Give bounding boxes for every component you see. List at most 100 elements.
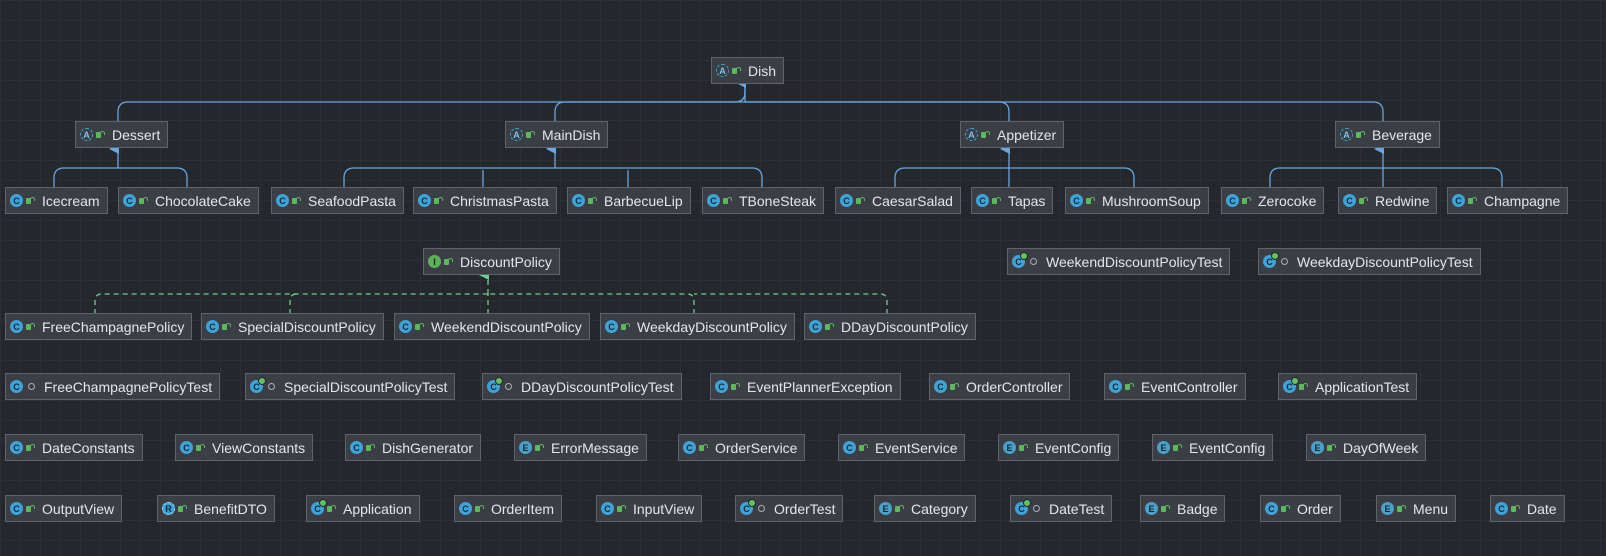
class-node-chocolatecake[interactable]: C ChocolateCake <box>118 187 259 214</box>
public-lock-icon <box>26 443 35 452</box>
class-node-order[interactable]: C Order <box>1260 495 1341 522</box>
class-node-maindish[interactable]: A MainDish <box>505 121 609 148</box>
class-node-outputview[interactable]: C OutputView <box>5 495 123 522</box>
class-node-ordercontroller[interactable]: C OrderController <box>929 373 1071 400</box>
public-lock-icon <box>327 504 336 513</box>
class-icon: C <box>843 441 856 454</box>
class-node-weekdaydiscountpolicytest[interactable]: C WeekdayDiscountPolicyTest <box>1258 248 1481 275</box>
class-node-inputview[interactable]: C InputView <box>596 495 703 522</box>
class-node-freechampagnepolicytest[interactable]: C FreeChampagnePolicyTest <box>5 373 221 400</box>
class-node-beverage[interactable]: A Beverage <box>1335 121 1440 148</box>
class-label: MainDish <box>542 126 601 143</box>
class-node-dessert[interactable]: A Dessert <box>75 121 169 148</box>
class-label: TBoneSteak <box>739 192 817 209</box>
class-node-christmaspasta[interactable]: C ChristmasPasta <box>413 187 557 214</box>
class-node-datetest[interactable]: C DateTest <box>1010 495 1113 522</box>
package-private-icon <box>1033 505 1040 512</box>
class-node-tbonesteak[interactable]: C TBoneSteak <box>702 187 825 214</box>
enum-node-category[interactable]: E Category <box>874 495 976 522</box>
class-node-specialdiscountpolicy[interactable]: C SpecialDiscountPolicy <box>201 313 384 340</box>
class-label: Redwine <box>1375 192 1430 209</box>
class-node-ddaydiscountpolicytest[interactable]: C DDayDiscountPolicyTest <box>482 373 682 400</box>
class-node-date[interactable]: C Date <box>1490 495 1565 522</box>
enum-icon: E <box>519 441 532 454</box>
class-icon: C <box>206 320 219 333</box>
class-label: Appetizer <box>997 126 1057 143</box>
public-lock-icon <box>26 196 35 205</box>
class-label: EventService <box>875 439 958 456</box>
public-lock-icon <box>950 382 959 391</box>
edge-weekdaydiscountpolicy-discountpolicy <box>488 293 695 314</box>
enum-node-eventconfig-1[interactable]: E EventConfig <box>998 434 1120 461</box>
class-label: ChocolateCake <box>155 192 251 209</box>
class-node-ordertest[interactable]: C OrderTest <box>735 495 844 522</box>
class-label: DateConstants <box>42 439 135 456</box>
public-lock-icon <box>1086 196 1095 205</box>
test-class-icon: C <box>487 377 503 393</box>
class-node-weekenddiscountpolicytest[interactable]: C WeekendDiscountPolicyTest <box>1007 248 1231 275</box>
class-node-weekdaydiscountpolicy[interactable]: C WeekdayDiscountPolicy <box>600 313 795 340</box>
class-icon: C <box>418 194 431 207</box>
class-icon: C <box>601 502 614 515</box>
public-lock-icon <box>1299 382 1308 391</box>
class-node-icecream[interactable]: C Icecream <box>5 187 108 214</box>
class-node-seafoodpasta[interactable]: C SeafoodPasta <box>271 187 404 214</box>
class-node-weekenddiscountpolicy[interactable]: C WeekendDiscountPolicy <box>394 313 590 340</box>
enum-node-badge[interactable]: E Badge <box>1140 495 1226 522</box>
class-node-mushroomsoup[interactable]: C MushroomSoup <box>1065 187 1209 214</box>
edge-chocolatecake-dessert <box>118 167 188 188</box>
public-lock-icon <box>1468 196 1477 205</box>
class-node-applicationtest[interactable]: C ApplicationTest <box>1278 373 1418 400</box>
class-label: DayOfWeek <box>1343 439 1419 456</box>
class-node-dish[interactable]: A Dish <box>711 57 785 84</box>
enum-node-eventconfig-2[interactable]: E EventConfig <box>1152 434 1274 461</box>
class-node-dishgenerator[interactable]: C DishGenerator <box>345 434 482 461</box>
class-node-eventservice[interactable]: C EventService <box>838 434 966 461</box>
class-label: Date <box>1527 500 1557 517</box>
edge-appetizer-dish <box>745 101 1010 122</box>
class-node-tapas[interactable]: C Tapas <box>971 187 1054 214</box>
class-node-ddaydiscountpolicy[interactable]: C DDayDiscountPolicy <box>804 313 976 340</box>
public-lock-icon <box>139 196 148 205</box>
interface-node-discountpolicy[interactable]: I DiscountPolicy <box>423 248 560 275</box>
class-node-champagne[interactable]: C Champagne <box>1447 187 1569 214</box>
class-label: ChristmasPasta <box>450 192 549 209</box>
class-node-dateconstants[interactable]: C DateConstants <box>5 434 143 461</box>
class-node-specialdiscountpolicytest[interactable]: C SpecialDiscountPolicyTest <box>245 373 456 400</box>
class-icon: C <box>1452 194 1465 207</box>
class-label: EventConfig <box>1189 439 1266 456</box>
class-node-eventplannerexception[interactable]: C EventPlannerException <box>710 373 901 400</box>
class-node-viewconstants[interactable]: C ViewConstants <box>175 434 314 461</box>
class-icon: C <box>10 502 23 515</box>
class-node-caesarsalad[interactable]: C CaesarSalad <box>835 187 961 214</box>
class-node-barbecuelip[interactable]: C BarbecueLip <box>567 187 691 214</box>
class-label: Category <box>911 500 968 517</box>
class-label: ViewConstants <box>212 439 306 456</box>
class-node-appetizer[interactable]: A Appetizer <box>960 121 1065 148</box>
class-node-zerocoke[interactable]: C Zerocoke <box>1221 187 1325 214</box>
enum-node-errormessage[interactable]: E ErrorMessage <box>514 434 647 461</box>
class-icon: C <box>399 320 412 333</box>
class-icon: C <box>1265 502 1278 515</box>
class-label: ApplicationTest <box>1315 378 1410 395</box>
class-node-redwine[interactable]: C Redwine <box>1338 187 1438 214</box>
public-lock-icon <box>366 443 375 452</box>
class-icon: C <box>459 502 472 515</box>
record-node-benefitdto[interactable]: R BenefitDTO <box>157 495 275 522</box>
enum-icon: E <box>1381 502 1394 515</box>
public-lock-icon <box>825 322 834 331</box>
edge-champagne-beverage <box>1383 167 1503 188</box>
public-lock-icon <box>1161 504 1170 513</box>
enum-node-menu[interactable]: E Menu <box>1376 495 1457 522</box>
class-node-freechampagnepolicy[interactable]: C FreeChampagnePolicy <box>5 313 193 340</box>
enum-icon: E <box>1311 441 1324 454</box>
class-node-orderitem[interactable]: C OrderItem <box>454 495 563 522</box>
class-label: MushroomSoup <box>1102 192 1201 209</box>
class-node-eventcontroller[interactable]: C EventController <box>1104 373 1246 400</box>
edge-zerocoke-beverage <box>1269 167 1383 188</box>
class-icon: C <box>840 194 853 207</box>
class-node-orderservice[interactable]: C OrderService <box>678 434 806 461</box>
test-class-icon: C <box>1283 377 1299 393</box>
class-node-application[interactable]: C Application <box>306 495 420 522</box>
enum-node-dayofweek[interactable]: E DayOfWeek <box>1306 434 1427 461</box>
